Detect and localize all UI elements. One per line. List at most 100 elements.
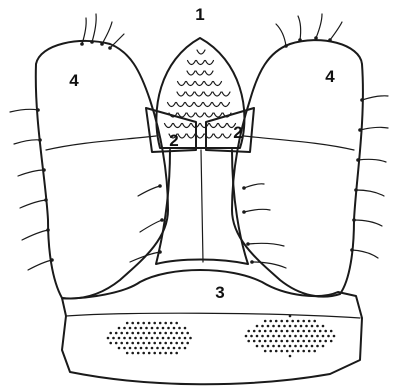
pit-dot [294,325,297,328]
pit-dot [286,350,289,353]
denticle [204,103,212,107]
bristle-socket [328,38,332,42]
pit-dot [148,342,151,345]
right-pit-field [245,315,336,358]
pit-dot [118,327,121,330]
bristle [18,170,44,176]
denticle [205,113,213,117]
pit-dot [175,322,178,325]
pit-dot [162,337,165,340]
pit-dot [278,325,281,328]
pit-dot [311,335,314,338]
pit-dot [300,335,303,338]
right-palp-segment-line [244,136,354,150]
pit-dot [153,332,156,335]
pit-dot [173,337,176,340]
bristle-socket [314,36,318,40]
bristle-socket [46,228,50,232]
bristle [354,220,382,226]
pit-dot [289,315,292,318]
pit-dot [258,330,261,333]
denticle [205,82,213,86]
bristle [14,140,40,144]
pit-dot [283,345,286,348]
pit-dot [137,342,140,345]
pit-dot [164,322,167,325]
pit-dot [300,345,303,348]
denticle [204,92,212,96]
pit-dot [131,342,134,345]
bristle [22,230,48,240]
pit-dot [156,337,159,340]
pit-dot [275,330,278,333]
pit-dot [170,332,173,335]
pit-dot [269,350,272,353]
pit-dot [322,335,325,338]
hypostome-denticles [165,50,236,138]
pit-dot [322,345,325,348]
pit-dot [115,342,118,345]
pit-dot [267,325,270,328]
pit-dot [302,340,305,343]
bristle [244,184,264,188]
pit-dot [156,327,159,330]
pit-dot [256,345,259,348]
pit-dot [142,322,145,325]
bristle-socket [250,260,254,264]
bristle-socket [350,248,354,252]
pit-dot [305,335,308,338]
bristle [252,262,286,268]
bristle-socket [242,210,246,214]
pit-dot [269,330,272,333]
pit-dot [153,352,156,355]
pit-dot [156,347,159,350]
pit-dot [302,330,305,333]
pit-dot [186,332,189,335]
pit-dot [291,330,294,333]
bristle [356,190,384,196]
denticle [187,113,195,117]
pit-dot [184,347,187,350]
pit-dot [178,347,181,350]
denticle [214,134,222,138]
denticle [178,82,186,86]
pit-dot [316,335,319,338]
pit-dot [129,327,132,330]
bristle [362,96,388,100]
denticle [223,134,231,138]
pit-dot [289,335,292,338]
pit-dot [283,335,286,338]
pit-dot [330,340,333,343]
bristle [10,109,38,112]
pit-dot [126,352,129,355]
pit-dot [250,335,253,338]
pit-dot [153,342,156,345]
pit-dot [258,340,261,343]
pit-dot [151,347,154,350]
pit-dot [289,345,292,348]
pit-dot [145,337,148,340]
denticle [178,134,186,138]
pit-dot [324,330,327,333]
pit-dot [164,352,167,355]
pit-dot [289,355,292,358]
bristle [20,200,46,208]
pit-dot [305,325,308,328]
pit-dot [178,327,181,330]
pit-dot [280,320,283,323]
pit-dot [333,335,336,338]
pit-dot [264,330,267,333]
denticle [197,61,205,65]
bristle [248,243,284,246]
pit-dot [324,340,327,343]
pit-dot [170,322,173,325]
pit-dot [280,330,283,333]
pit-dot [308,320,311,323]
pit-dot [189,337,192,340]
pit-dot [118,347,121,350]
pit-dot [109,342,112,345]
pit-dot [286,320,289,323]
denticle [213,92,221,96]
pit-dot [181,332,184,335]
pit-dot [184,327,187,330]
